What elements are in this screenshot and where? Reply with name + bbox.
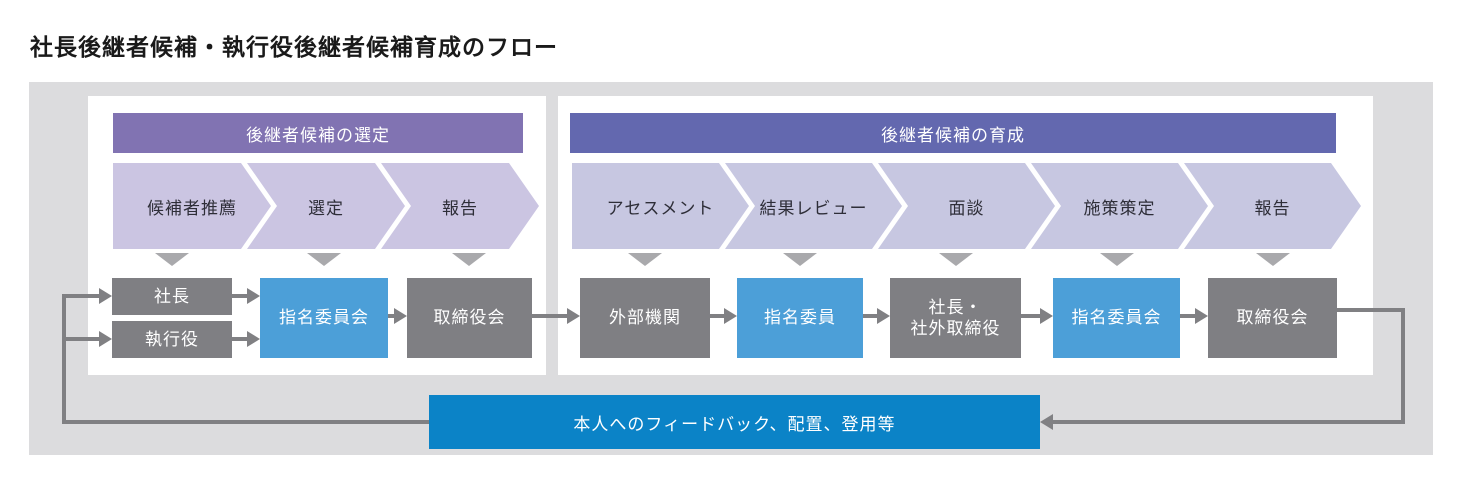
development-step-chevron-1: アセスメント bbox=[572, 163, 749, 249]
down-triangle-icon bbox=[155, 253, 189, 266]
flow-arrow-icon bbox=[247, 331, 260, 347]
page-title: 社長後継者候補・執行役後継者候補育成のフロー bbox=[30, 34, 558, 60]
flow-line bbox=[66, 420, 429, 424]
flow-line bbox=[232, 294, 248, 298]
box-nomination-committee-1: 指名委員会 bbox=[260, 278, 388, 358]
box-nomination-committee-member: 指名委員 bbox=[737, 278, 863, 358]
box-board-of-directors-1: 取締役会 bbox=[407, 278, 532, 358]
down-triangle-icon bbox=[783, 253, 817, 266]
box-executive-officer: 執行役 bbox=[112, 321, 232, 358]
selection-step-chevron-1: 候補者推薦 bbox=[113, 163, 271, 249]
flow-line bbox=[62, 294, 66, 424]
flow-arrow-icon bbox=[567, 308, 580, 324]
down-triangle-icon bbox=[939, 253, 973, 266]
flow-line bbox=[532, 314, 567, 318]
flow-arrow-icon bbox=[724, 308, 737, 324]
flow-line bbox=[1021, 314, 1040, 318]
development-panel-header: 後継者候補の育成 bbox=[570, 113, 1336, 153]
selection-step-chevron-2: 選定 bbox=[247, 163, 405, 249]
selection-step-chevron-3: 報告 bbox=[381, 163, 539, 249]
flow-arrow-icon bbox=[99, 288, 112, 304]
flow-line bbox=[1337, 308, 1405, 312]
feedback-bar: 本人へのフィードバック、配置、登用等 bbox=[429, 395, 1040, 449]
flow-line bbox=[863, 314, 877, 318]
flow-line bbox=[1180, 314, 1195, 318]
flow-line bbox=[64, 294, 100, 298]
box-nomination-committee-2: 指名委員会 bbox=[1053, 278, 1180, 358]
box-external-agency: 外部機関 bbox=[580, 278, 710, 358]
flow-arrow-icon bbox=[877, 308, 890, 324]
flow-line bbox=[388, 314, 395, 318]
flow-line bbox=[1053, 420, 1405, 424]
flow-line bbox=[710, 314, 724, 318]
down-triangle-icon bbox=[307, 253, 341, 266]
selection-panel-header: 後継者候補の選定 bbox=[113, 113, 523, 153]
box-president: 社長 bbox=[112, 278, 232, 315]
flow-line bbox=[64, 337, 100, 341]
down-triangle-icon bbox=[452, 253, 486, 266]
flow-arrow-icon bbox=[99, 331, 112, 347]
down-triangle-icon bbox=[1100, 253, 1134, 266]
box-board-of-directors-2: 取締役会 bbox=[1208, 278, 1337, 358]
flow-line bbox=[1401, 308, 1405, 424]
flow-line bbox=[232, 337, 248, 341]
down-triangle-icon bbox=[1256, 253, 1290, 266]
flow-arrow-icon bbox=[394, 308, 407, 324]
flow-arrow-icon bbox=[1040, 414, 1053, 430]
flow-arrow-icon bbox=[1040, 308, 1053, 324]
flow-arrow-icon bbox=[1195, 308, 1208, 324]
box-president-outside-directors: 社長・ 社外取締役 bbox=[890, 278, 1021, 358]
flow-arrow-icon bbox=[247, 288, 260, 304]
down-triangle-icon bbox=[628, 253, 662, 266]
